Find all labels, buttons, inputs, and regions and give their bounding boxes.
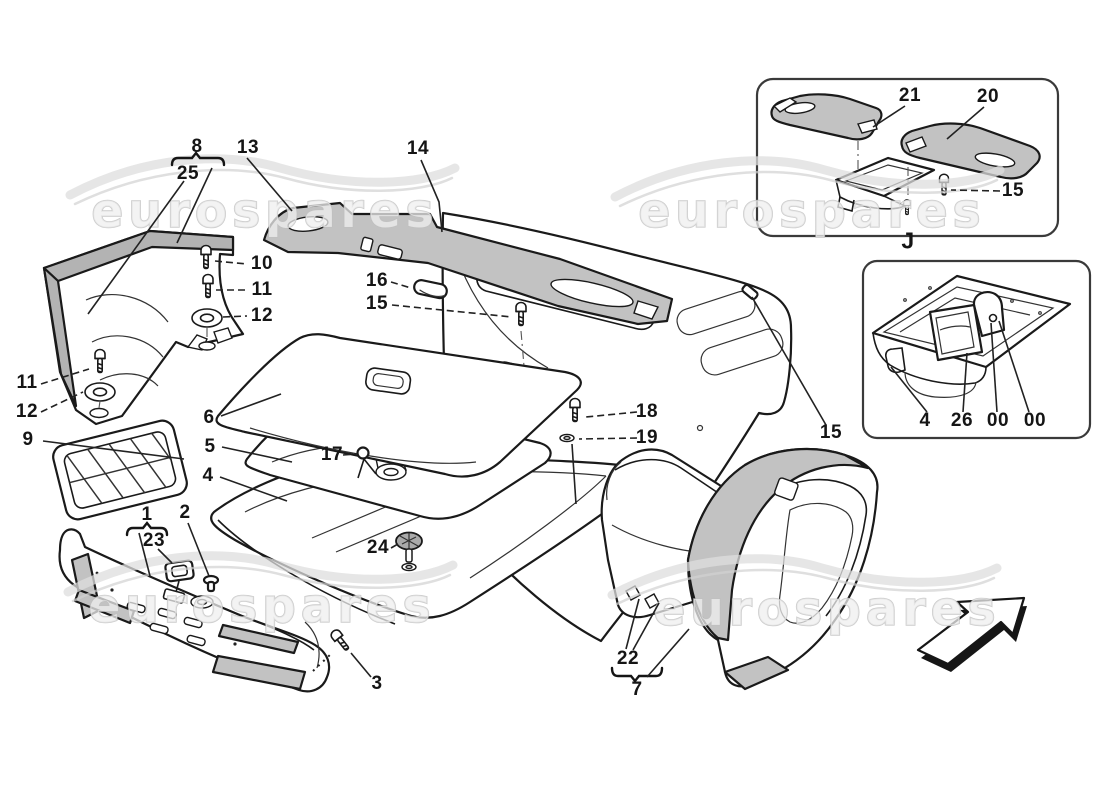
corner-trim-part [42,229,245,426]
leader-lines [40,105,1030,683]
plug-17-part [356,446,377,479]
crossmember-trim-part [262,201,674,326]
callout-8: 8 [191,136,203,157]
callout-19: 19 [635,427,659,448]
watermark: eurospares [65,154,460,240]
callout-4-mat: 4 [202,465,214,486]
clip-15-right-part [741,283,759,301]
clip-16-part [413,279,448,300]
watermark-text: eurospares [653,582,1000,637]
callout-6: 6 [203,407,215,428]
callout-15-right: 15 [819,422,843,443]
inset-j-label: J [901,227,915,254]
callout-10: 10 [250,253,274,274]
callout-12-left: 12 [15,401,39,422]
callout-24: 24 [366,537,390,558]
inset-box-bin [861,259,1092,440]
washer-19-part [559,433,575,443]
callout-00-b: 00 [1023,410,1047,431]
bin-flap-26-part [928,303,984,362]
watermark-text: eurospares [638,184,985,239]
clip-2-part [202,574,220,593]
bin-part [871,274,1072,398]
callout-11-left: 11 [16,372,38,393]
callout-15-inset: 15 [1001,180,1025,201]
callout-11-right: 11 [251,279,273,300]
callout-18: 18 [635,401,659,422]
vent-grille-part [52,419,188,521]
callout-17: 17 [320,444,344,465]
callout-7: 7 [631,679,643,700]
watermark: eurospares [63,551,458,635]
watermark: eurospares [610,156,1005,240]
bin-pocket-part [972,290,1006,338]
callout-9: 9 [22,429,34,450]
callout-23: 23 [142,530,166,551]
pushpin-24-part [395,531,423,572]
callout-5: 5 [204,436,216,457]
inset-part-21 [770,93,883,141]
callout-1: 1 [141,504,153,525]
right-side-trim-part [686,447,879,691]
inset-part-20 [900,122,1041,180]
watermark: eurospares [607,554,1002,638]
callout-12-right: 12 [250,305,274,326]
grommet-12-left-part [84,382,116,402]
upper-mat-part [215,333,582,478]
callout-14: 14 [406,138,430,159]
watermark-text: eurospares [88,579,435,634]
callout-3: 3 [371,673,383,694]
callout-21: 21 [898,85,922,106]
callout-4-inset: 4 [919,410,931,431]
callout-26: 26 [950,410,974,431]
grommet-12-right-part [191,308,223,328]
callout-00-a: 00 [986,410,1010,431]
callout-2: 2 [179,502,191,523]
callout-16: 16 [365,270,389,291]
direction-arrow-icon [916,596,1027,672]
callout-22: 22 [616,648,640,669]
callout-15-mid: 15 [365,293,389,314]
callout-20: 20 [976,86,1000,107]
callout-13: 13 [236,137,260,158]
callout-25: 25 [176,163,200,184]
watermark-text: eurospares [91,184,438,239]
